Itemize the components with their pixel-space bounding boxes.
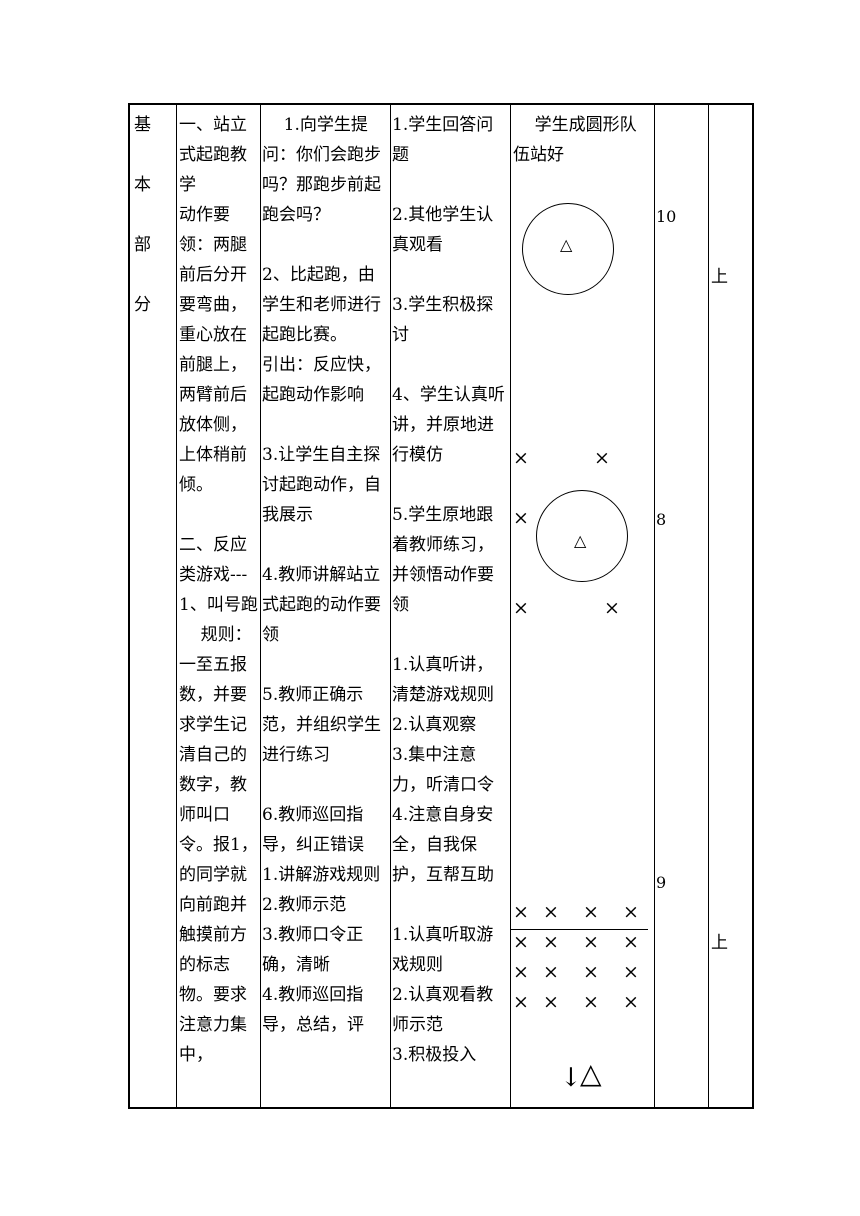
student-cross-icon: × [513, 901, 529, 923]
student-cross-icon: × [513, 597, 529, 619]
intensity-column: 上 上 [709, 105, 754, 1107]
student-cross-icon: × [623, 901, 639, 923]
student-cross-icon: × [623, 991, 639, 1013]
time-value: 8 [656, 510, 667, 529]
intensity-value: 上 [711, 267, 728, 287]
student-cross-icon: × [623, 931, 639, 953]
student-cross-icon: × [583, 931, 599, 953]
column-divider [708, 105, 709, 1107]
student-cross-icon: × [513, 961, 529, 983]
lesson-plan-table: 基 本 部 分 一、站立式起跑教学 动作要领：两腿前后分开要弯曲，重心放在前腿上… [128, 103, 754, 1109]
teacher-text: 1.向学生提问：你们会跑步吗？那跑步前起跑会吗？ 2、比起跑，由学生和老师进行起… [262, 115, 381, 1035]
student-cross-icon: × [583, 901, 599, 923]
time-value: 9 [656, 873, 667, 892]
down-arrow-icon: ↓ [560, 1063, 582, 1093]
content-column: 一、站立式起跑教学 动作要领：两腿前后分开要弯曲，重心放在前腿上，两臂前后放体侧… [177, 105, 260, 1107]
teacher-triangle-icon: △ [574, 531, 587, 550]
formation-circle [522, 203, 614, 295]
student-cross-icon: × [583, 991, 599, 1013]
student-cross-icon: × [513, 931, 529, 953]
section-label-column: 基 本 部 分 [130, 105, 176, 1107]
column-divider [510, 105, 511, 1107]
section-label-char: 本 [134, 175, 151, 195]
student-cross-icon: × [543, 991, 559, 1013]
content-text: 一、站立式起跑教学 动作要领：两腿前后分开要弯曲，重心放在前腿上，两臂前后放体侧… [179, 115, 258, 1065]
student-cross-icon: × [604, 597, 620, 619]
student-cross-icon: × [543, 961, 559, 983]
intensity-value: 上 [711, 933, 728, 953]
student-cross-icon: × [513, 447, 529, 469]
section-label-char: 部 [134, 235, 151, 255]
student-cross-icon: × [543, 931, 559, 953]
student-column: 1.学生回答问题 2.其他学生认真观看 3.学生积极探讨 4、学生认真听讲，并原… [391, 105, 510, 1107]
column-divider [260, 105, 261, 1107]
organization-text: 学生成圆形队伍站好 [513, 115, 637, 165]
student-cross-icon: × [543, 901, 559, 923]
student-cross-icon: × [623, 961, 639, 983]
section-label-char: 基 [134, 115, 151, 135]
formation-circle [536, 490, 628, 582]
section-label-char: 分 [134, 295, 151, 315]
student-cross-icon: × [583, 961, 599, 983]
column-divider [390, 105, 391, 1107]
teacher-triangle-icon: △ [580, 1057, 602, 1090]
start-line [510, 929, 648, 930]
column-divider [176, 105, 177, 1107]
student-cross-icon: × [513, 991, 529, 1013]
student-cross-icon: × [594, 447, 610, 469]
teacher-column: 1.向学生提问：你们会跑步吗？那跑步前起跑会吗？ 2、比起跑，由学生和老师进行起… [261, 105, 390, 1107]
student-cross-icon: × [513, 507, 529, 529]
teacher-triangle-icon: △ [560, 235, 573, 254]
time-value: 10 [656, 207, 677, 226]
student-text: 1.学生回答问题 2.其他学生认真观看 3.学生积极探讨 4、学生认真听讲，并原… [392, 115, 505, 1065]
time-column: 10 8 9 [655, 105, 708, 1107]
organization-diagram: 学生成圆形队伍站好 △ × × △ × × × × × × × × × × × … [510, 105, 654, 1107]
column-divider [654, 105, 655, 1107]
